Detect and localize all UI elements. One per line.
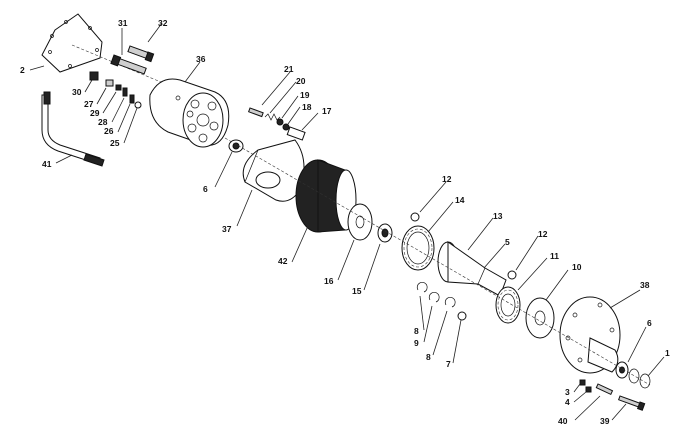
callout-30: 30 bbox=[72, 87, 82, 97]
part-6-bushing bbox=[228, 139, 244, 153]
part-8-clip-b bbox=[444, 296, 456, 308]
callout-7: 7 bbox=[446, 359, 451, 369]
part-40-bolt bbox=[595, 383, 614, 396]
callout-8-b: 8 bbox=[426, 352, 431, 362]
callout-1: 1 bbox=[665, 348, 670, 358]
part-42-coil-drum bbox=[295, 159, 357, 233]
callout-32: 32 bbox=[158, 18, 168, 28]
callout-labels: 2 31 32 36 30 27 29 28 26 25 41 21 20 19… bbox=[20, 18, 670, 426]
part-7-plug bbox=[457, 311, 467, 321]
part-28-fitting bbox=[122, 87, 128, 97]
part-15-bearing bbox=[377, 223, 393, 243]
callout-41: 41 bbox=[42, 159, 52, 169]
part-12-ball-lower bbox=[507, 270, 517, 280]
part-2-gasket bbox=[41, 13, 103, 73]
callout-3: 3 bbox=[565, 387, 570, 397]
part-27-fitting bbox=[105, 79, 114, 87]
part-11-needle-bearing bbox=[495, 286, 521, 324]
callout-6-lower: 6 bbox=[647, 318, 652, 328]
part-5-shaft bbox=[447, 241, 507, 297]
callout-40: 40 bbox=[558, 416, 568, 426]
callout-19: 19 bbox=[300, 90, 310, 100]
part-9-clip bbox=[428, 291, 440, 303]
part-39-bolt bbox=[617, 395, 646, 411]
callout-36: 36 bbox=[196, 54, 206, 64]
part-8-clip-a bbox=[416, 281, 428, 293]
callout-25: 25 bbox=[110, 138, 120, 148]
callout-17: 17 bbox=[322, 106, 332, 116]
part-31-screw bbox=[110, 54, 147, 75]
callout-6-upper: 6 bbox=[203, 184, 208, 194]
callout-37: 37 bbox=[222, 224, 232, 234]
callout-4: 4 bbox=[565, 397, 570, 407]
part-37-sleeve bbox=[242, 139, 305, 202]
callout-9: 9 bbox=[414, 338, 419, 348]
part-10-washer bbox=[525, 297, 555, 339]
part-29-fitting bbox=[115, 84, 122, 91]
callout-29: 29 bbox=[90, 108, 100, 118]
part-14-needle-bearing bbox=[401, 225, 435, 271]
part-12-ball-upper bbox=[410, 212, 420, 222]
callout-11: 11 bbox=[550, 251, 559, 261]
callout-14: 14 bbox=[455, 195, 465, 205]
callout-18: 18 bbox=[302, 102, 312, 112]
callout-31: 31 bbox=[118, 18, 128, 28]
part-26-fitting bbox=[129, 94, 135, 104]
callout-10: 10 bbox=[572, 262, 582, 272]
callout-20: 20 bbox=[296, 76, 306, 86]
part-38-end-flange bbox=[559, 296, 621, 374]
callout-42: 42 bbox=[278, 256, 288, 266]
part-1-rings bbox=[628, 368, 651, 389]
part-17-plug bbox=[286, 126, 306, 141]
part-19-washer bbox=[276, 118, 284, 126]
part-3-nut bbox=[579, 379, 586, 386]
part-25-fitting bbox=[134, 101, 142, 109]
callout-12-lower: 12 bbox=[538, 229, 548, 239]
part-30-fitting bbox=[89, 71, 99, 81]
callout-26: 26 bbox=[104, 126, 114, 136]
callout-28: 28 bbox=[98, 117, 108, 127]
callout-38: 38 bbox=[640, 280, 650, 290]
callout-5: 5 bbox=[505, 237, 510, 247]
callout-15: 15 bbox=[352, 286, 362, 296]
callout-13: 13 bbox=[493, 211, 503, 221]
callout-27: 27 bbox=[84, 99, 94, 109]
part-20-spring bbox=[264, 113, 281, 121]
callout-39: 39 bbox=[600, 416, 610, 426]
callout-2: 2 bbox=[20, 65, 25, 75]
callout-16: 16 bbox=[324, 276, 334, 286]
part-4-nut bbox=[585, 386, 592, 393]
callout-12-upper: 12 bbox=[442, 174, 452, 184]
callout-21: 21 bbox=[284, 64, 294, 74]
part-41-rod bbox=[41, 91, 105, 167]
part-36-housing bbox=[149, 78, 230, 148]
part-16-disc bbox=[347, 203, 373, 241]
callout-8-a: 8 bbox=[414, 326, 419, 336]
part-6-bushing-lower bbox=[615, 361, 629, 379]
part-18-washer bbox=[282, 123, 290, 131]
part-21-pin bbox=[247, 107, 264, 118]
leader-lines bbox=[29, 22, 665, 421]
part-32-screw bbox=[127, 45, 155, 63]
